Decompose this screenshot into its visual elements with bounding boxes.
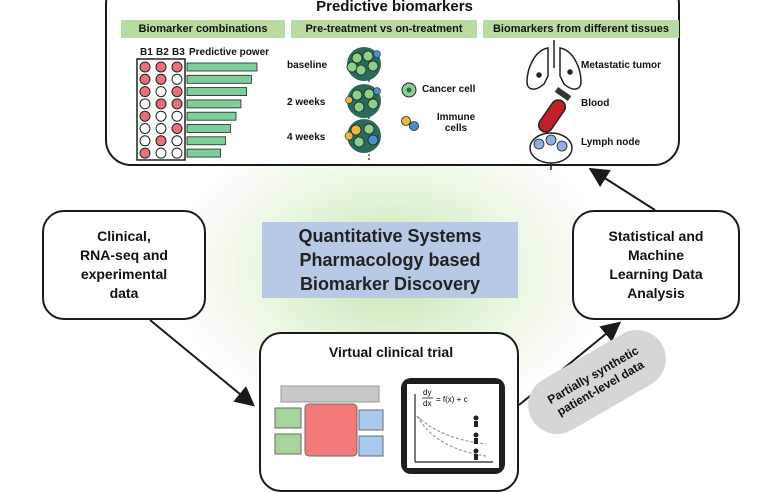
section-header-tissues: Biomarkers from different tissues [483, 20, 679, 38]
lymph-node-icon [529, 132, 573, 170]
marker-dot [171, 147, 183, 159]
marker-dot [139, 135, 151, 147]
eq-numerator: dy [423, 388, 431, 397]
cancer-cell-icon [401, 82, 417, 98]
marker-dot [171, 135, 183, 147]
model-header-block [280, 385, 380, 403]
predictive-power-label: Predictive power [189, 47, 270, 58]
marker-dot [155, 147, 167, 159]
predictive-biomarkers-panel: Predictive biomarkers Biomarker combinat… [105, 0, 680, 170]
patient-icon-3 [473, 448, 479, 454]
model-block-green-2 [274, 433, 302, 455]
marker-dot [171, 98, 183, 110]
legend-immune-cells: Immune cells [436, 112, 476, 134]
marker-dot [171, 61, 183, 73]
timepoint-2-weeks: 2 weeks [287, 97, 326, 108]
lungs-icon [526, 40, 582, 90]
combinations-graphic [136, 40, 582, 170]
patient-icon-2 [473, 432, 479, 438]
marker-dot [139, 147, 151, 159]
immune-cell-icon [401, 116, 419, 131]
legend-cancer-cell: Cancer cell [422, 84, 476, 95]
center-title-line-2: Pharmacology based [299, 250, 481, 270]
marker-dot [155, 98, 167, 110]
input-data-line-4: data [109, 285, 139, 301]
input-data-box: Clinical, RNA-seq and experimental data [42, 210, 206, 320]
input-data-line-2: RNA-seq and [80, 247, 168, 263]
cluster-baseline [346, 47, 381, 81]
marker-dot [139, 86, 151, 98]
predictive-power-bar [186, 74, 252, 84]
predictive-power-bar [186, 136, 226, 146]
marker-dot [155, 86, 167, 98]
marker-dot [171, 123, 183, 134]
tissue-blood: Blood [581, 98, 610, 109]
section-header-combinations: Biomarker combinations [121, 20, 285, 38]
marker-dot [155, 73, 167, 85]
arrow-data-to-trial [149, 319, 256, 407]
marker-dot [171, 86, 183, 98]
marker-dot [139, 73, 151, 85]
analysis-line-3: Learning Data [609, 266, 703, 282]
tissue-lymph-node: Lymph node [581, 137, 641, 148]
model-block-core [304, 403, 358, 457]
vct-title: Virtual clinical trial [328, 344, 454, 360]
marker-dot [139, 123, 151, 134]
col-label-b2: B2 [156, 47, 169, 58]
model-block-blue-1 [358, 409, 384, 431]
marker-dot [155, 123, 167, 134]
predictive-power-bar [186, 124, 231, 133]
center-title-line-1: Quantitative Systems [298, 226, 482, 246]
model-block-blue-2 [358, 435, 384, 457]
analysis-line-4: Analysis [627, 285, 685, 301]
center-title-line-3: Biomarker Discovery [299, 274, 481, 294]
predictive-power-bar [186, 99, 242, 109]
predictive-power-bar [186, 62, 258, 72]
predictive-power-bar [186, 111, 237, 121]
input-data-line-1: Clinical, [97, 228, 151, 244]
marker-dot [155, 61, 167, 73]
timepoint-4-weeks: 4 weeks [287, 132, 326, 143]
timepoint-baseline: baseline [287, 60, 328, 71]
eq-rhs: = f(x) + c [436, 395, 468, 404]
patient-icon-1 [473, 415, 479, 421]
cluster-4-weeks [344, 119, 381, 153]
predictive-power-bar [186, 87, 247, 96]
cluster-2-weeks [345, 84, 381, 118]
blood-tube-icon [537, 86, 572, 133]
section-header-treatment: Pre-treatment vs on-treatment [291, 20, 477, 38]
marker-dot [171, 110, 183, 122]
eq-denominator: dx [423, 399, 431, 408]
center-title: Quantitative Systems Pharmacology based … [262, 222, 518, 298]
arrow-analysis-to-biomarkers [588, 167, 656, 211]
col-label-b1: B1 [140, 47, 153, 58]
marker-dot [171, 73, 183, 85]
analysis-line-2: Machine [627, 247, 684, 263]
marker-dot [139, 110, 151, 122]
virtual-clinical-trial-box: Virtual clinical trial dy dx = f(x) + c [259, 332, 519, 492]
analysis-line-1: Statistical and [608, 228, 704, 244]
predictive-power-bar [186, 148, 221, 158]
marker-dot [155, 110, 167, 122]
col-label-b3: B3 [172, 47, 185, 58]
tissue-metastatic-tumor: Metastatic tumor [581, 60, 662, 71]
marker-dot [139, 98, 151, 110]
marker-dot [139, 61, 151, 73]
marker-dot [155, 135, 167, 147]
model-block-green-1 [274, 407, 302, 429]
analysis-box: Statistical and Machine Learning Data An… [572, 210, 740, 320]
panel-title: Predictive biomarkers [316, 0, 473, 15]
vct-graphic: dy dx = f(x) + c [274, 378, 505, 474]
input-data-line-3: experimental [80, 266, 168, 282]
